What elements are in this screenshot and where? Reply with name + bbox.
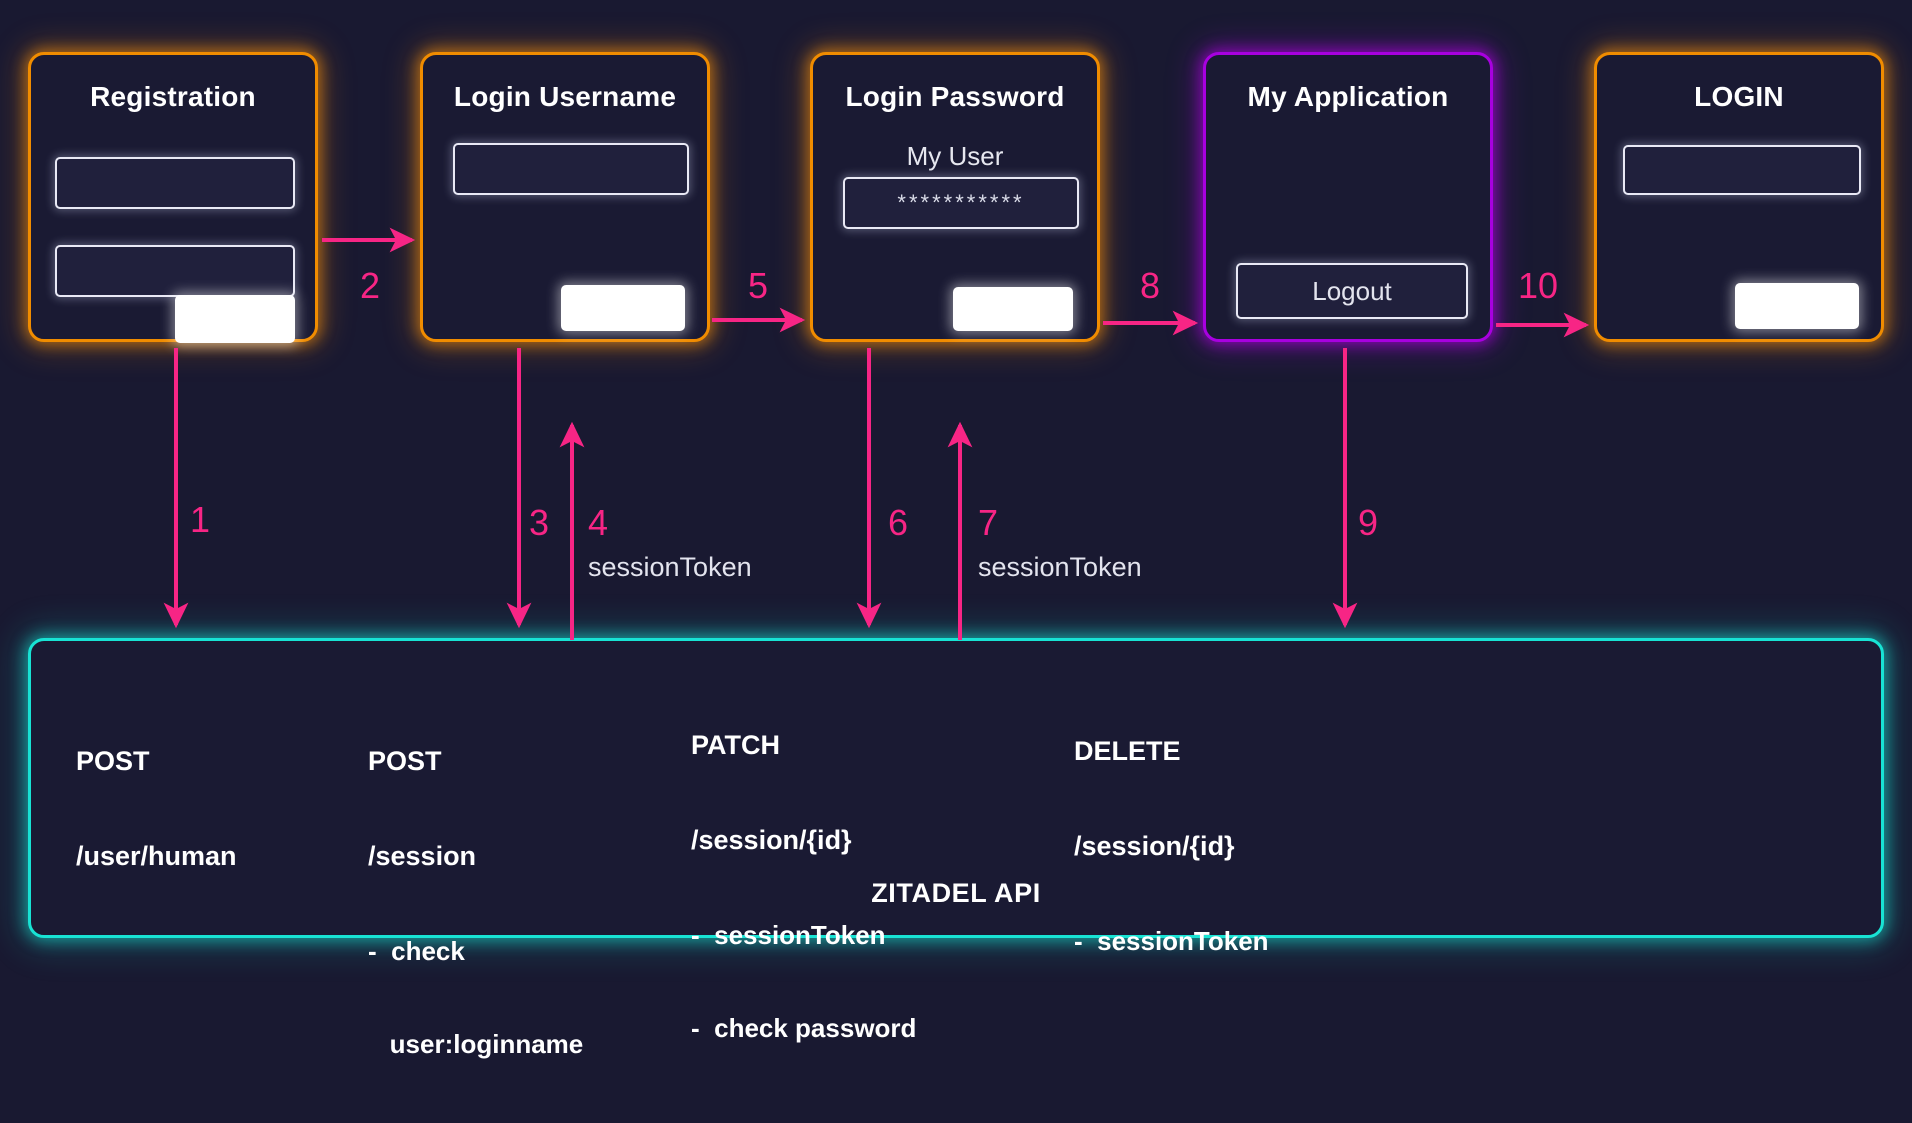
logout-button-label: Logout xyxy=(1312,275,1392,306)
login-submit-button[interactable] xyxy=(1735,283,1859,329)
api-method-3: DELETE xyxy=(1074,736,1181,767)
card-registration[interactable]: Registration xyxy=(28,52,318,343)
arrow-label-step-5: 5 xyxy=(748,265,769,306)
arrow-label-step-9: 9 xyxy=(1358,502,1379,543)
arrow-label-step-7: 7 xyxy=(978,502,999,543)
api-panel-footer-label: ZITADEL API xyxy=(871,878,1041,908)
login-username-submit-button[interactable] xyxy=(561,285,685,331)
api-item-1-0: - check xyxy=(368,935,465,966)
arrow-label-step-2: 2 xyxy=(360,265,381,306)
card-title-login-password: Login Password xyxy=(845,81,1065,112)
login-field[interactable] xyxy=(1623,145,1861,195)
card-title-login: LOGIN xyxy=(1694,81,1784,112)
api-path-2: /session/{id} xyxy=(691,824,852,855)
arrow-label-step-1: 1 xyxy=(190,499,211,540)
registration-field-2[interactable] xyxy=(55,245,295,297)
login-password-masked-value: *********** xyxy=(897,190,1025,215)
api-item-2-1: - check password xyxy=(691,1013,917,1044)
arrow-note-step-7: sessionToken xyxy=(978,552,1142,582)
card-login-password[interactable]: Login Password My User *********** xyxy=(810,52,1100,342)
api-block-post-user-human: POST /user/human xyxy=(76,683,237,936)
arrow-label-step-8: 8 xyxy=(1140,265,1161,306)
diagram-canvas: Registration Login Username Login Passwo… xyxy=(28,52,1884,1060)
card-title-my-application: My Application xyxy=(1247,81,1449,112)
logout-button[interactable]: Logout xyxy=(1236,263,1468,319)
card-login-username[interactable]: Login Username xyxy=(420,52,710,342)
api-item-3-0: - sessionToken xyxy=(1074,925,1269,956)
card-title-registration: Registration xyxy=(90,81,256,112)
api-path-3: /session/{id} xyxy=(1074,830,1235,861)
card-my-application[interactable]: My Application Logout xyxy=(1203,52,1493,342)
api-method-0: POST xyxy=(76,746,150,777)
login-password-user-label: My User xyxy=(906,141,1004,171)
arrow-label-step-4: 4 xyxy=(588,502,609,543)
api-path-0: /user/human xyxy=(76,840,237,871)
api-method-2: PATCH xyxy=(691,730,780,761)
card-title-login-username: Login Username xyxy=(453,81,677,112)
api-method-1: POST xyxy=(368,746,442,777)
registration-field-1[interactable] xyxy=(55,157,295,209)
arrow-label-step-6: 6 xyxy=(888,502,909,543)
zitadel-api-panel: POST /user/human POST /session - check u… xyxy=(28,638,1884,1059)
login-password-field[interactable]: *********** xyxy=(843,177,1079,229)
arrow-note-step-4: sessionToken xyxy=(588,552,752,582)
arrow-label-step-10: 10 xyxy=(1518,265,1559,306)
api-item-2-0: - sessionToken xyxy=(691,919,886,950)
arrow-label-step-3: 3 xyxy=(529,502,550,543)
login-username-field[interactable] xyxy=(453,143,689,195)
login-password-submit-button[interactable] xyxy=(953,287,1073,331)
api-item-1-1: user:loginname xyxy=(368,1029,584,1060)
api-block-delete-session: DELETE /session/{id} - sessionToken xyxy=(1074,673,1269,1019)
registration-submit-button[interactable] xyxy=(175,295,295,343)
card-login[interactable]: LOGIN xyxy=(1594,52,1884,342)
api-path-1: /session xyxy=(368,840,477,871)
